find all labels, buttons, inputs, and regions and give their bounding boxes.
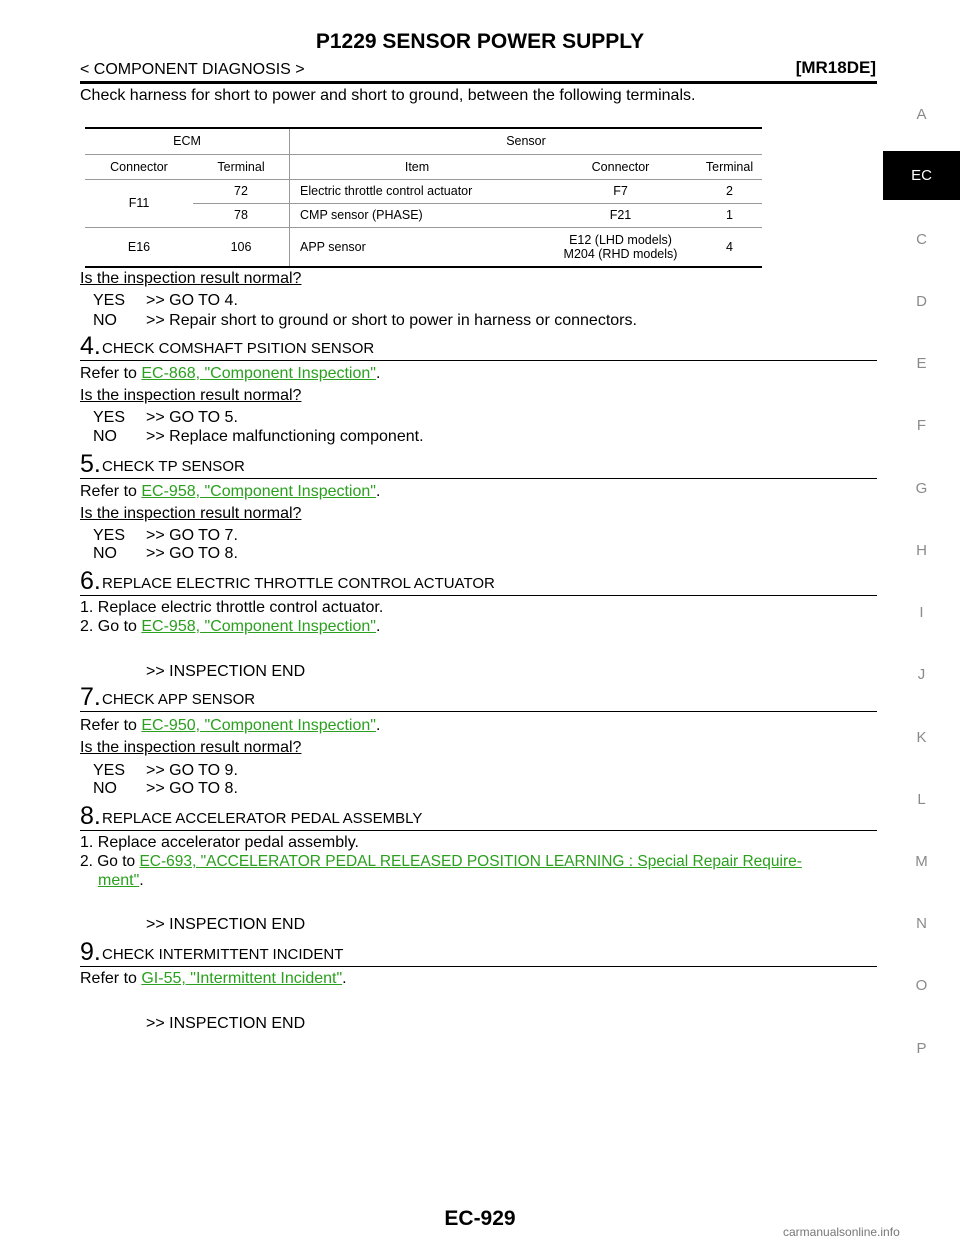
side-tab-d[interactable]: D: [916, 293, 927, 310]
sensor-header: Sensor: [289, 127, 762, 155]
ec-868-link[interactable]: EC-868, "Component Inspection": [141, 365, 376, 382]
breadcrumb: < COMPONENT DIAGNOSIS >: [80, 61, 305, 78]
side-tab-i[interactable]: I: [919, 604, 924, 621]
side-tab-p[interactable]: P: [916, 1040, 927, 1057]
no-answer: NO>> Repair short to ground or short to …: [93, 312, 637, 329]
col-sensor-connector: Connector: [544, 154, 697, 180]
step-4-refer: Refer to EC-868, "Component Inspection".: [80, 365, 381, 382]
step-6-item-1: 1. Replace electric throttle control act…: [80, 599, 384, 616]
step-9-heading: 9.CHECK INTERMITTENT INCIDENT: [80, 940, 877, 967]
cell-connector: F11: [85, 179, 193, 228]
cell-connector: E16: [85, 227, 193, 268]
no-answer: NO>> Replace malfunctioning component.: [93, 428, 424, 445]
step-8-heading: 8.REPLACE ACCELERATOR PEDAL ASSEMBLY: [80, 804, 877, 831]
side-tab-g[interactable]: G: [915, 480, 928, 497]
inspection-question: Is the inspection result normal?: [80, 387, 302, 404]
table-row: F11 72 Electric throttle control actuato…: [85, 179, 762, 228]
ec-958-link[interactable]: EC-958, "Component Inspection": [141, 618, 376, 635]
cell-sensor-terminal: 1: [697, 203, 762, 228]
col-sensor-terminal: Terminal: [697, 154, 762, 180]
terminal-table: ECM Sensor Connector Terminal Item Conne…: [85, 127, 762, 268]
yes-answer: YES>> GO TO 7.: [93, 527, 238, 544]
col-connector: Connector: [85, 154, 193, 180]
inspection-question: Is the inspection result normal?: [80, 270, 302, 287]
ec-693-link-cont[interactable]: ment": [98, 872, 140, 889]
ecm-header: ECM: [85, 127, 290, 155]
no-answer: NO>> GO TO 8.: [93, 780, 238, 797]
ec-950-link[interactable]: EC-950, "Component Inspection": [141, 717, 376, 734]
side-tab-l[interactable]: L: [917, 791, 926, 808]
yes-answer: YES>> GO TO 9.: [93, 762, 238, 779]
lhd-connector: E12 (LHD models): [569, 232, 672, 247]
step-9-refer: Refer to GI-55, "Intermittent Incident".: [80, 970, 347, 987]
rhd-connector: M204 (RHD models): [563, 246, 678, 261]
side-tab-a[interactable]: A: [916, 106, 927, 123]
page-title: P1229 SENSOR POWER SUPPLY: [315, 30, 645, 53]
col-terminal: Terminal: [193, 154, 290, 180]
side-tab-j[interactable]: J: [917, 666, 926, 683]
watermark: carmanualsonline.info: [783, 1225, 900, 1239]
cell-sensor-connector: E12 (LHD models) M204 (RHD models): [544, 227, 697, 268]
side-tab-ec[interactable]: EC: [883, 151, 960, 200]
cell-terminal: 106: [193, 227, 290, 268]
ec-693-link[interactable]: EC-693, "ACCELERATOR PEDAL RELEASED POSI…: [139, 853, 802, 870]
cell-sensor-connector: F21: [544, 203, 697, 228]
header-rule: [80, 81, 877, 84]
side-tab-o[interactable]: O: [915, 977, 928, 994]
col-item: Item: [289, 154, 544, 180]
table-row: E16 106 APP sensor E12 (LHD models) M204…: [85, 227, 762, 268]
step-8-item-1: 1. Replace accelerator pedal assembly.: [80, 834, 359, 851]
side-tab-m[interactable]: M: [915, 853, 928, 870]
no-answer: NO>> GO TO 8.: [93, 545, 238, 562]
cell-terminal: 78: [193, 203, 290, 228]
inspection-question: Is the inspection result normal?: [80, 505, 302, 522]
gi-55-link[interactable]: GI-55, "Intermittent Incident": [141, 970, 343, 987]
step-6-item-2: 2. Go to EC-958, "Component Inspection".: [80, 618, 381, 635]
yes-answer: YES>> GO TO 4.: [93, 292, 238, 309]
step-6-heading: 6.REPLACE ELECTRIC THROTTLE CONTROL ACTU…: [80, 569, 877, 596]
inspection-end: >> INSPECTION END: [146, 1015, 306, 1032]
cell-sensor-connector: F7: [544, 179, 697, 204]
cell-sensor-terminal: 2: [697, 179, 762, 204]
cell-item: APP sensor: [289, 227, 544, 268]
ec-958-link[interactable]: EC-958, "Component Inspection": [141, 483, 376, 500]
side-tab-f[interactable]: F: [916, 417, 927, 434]
step-4-heading: 4.CHECK COMSHAFT PSITION SENSOR: [80, 334, 877, 361]
inspection-end: >> INSPECTION END: [146, 663, 306, 680]
cell-terminal: 72: [193, 179, 290, 204]
step-5-refer: Refer to EC-958, "Component Inspection".: [80, 483, 381, 500]
yes-answer: YES>> GO TO 5.: [93, 409, 238, 426]
engine-model: [MR18DE]: [795, 58, 876, 77]
cell-sensor-terminal: 4: [697, 227, 762, 268]
cell-item: Electric throttle control actuator: [289, 179, 544, 204]
page-number: EC-929: [444, 1207, 516, 1230]
step-7-heading: 7.CHECK APP SENSOR: [80, 685, 877, 712]
intro-text: Check harness for short to power and sho…: [80, 87, 696, 104]
step-8-item-2: 2. Go to EC-693, "ACCELERATOR PEDAL RELE…: [80, 853, 802, 870]
cell-item: CMP sensor (PHASE): [289, 203, 544, 228]
inspection-end: >> INSPECTION END: [146, 916, 306, 933]
side-tab-e[interactable]: E: [916, 355, 927, 372]
inspection-question: Is the inspection result normal?: [80, 739, 302, 756]
step-5-heading: 5.CHECK TP SENSOR: [80, 452, 877, 479]
table-row: 78 CMP sensor (PHASE) F21 1: [85, 203, 762, 228]
side-tab-h[interactable]: H: [916, 542, 927, 559]
side-tab-k[interactable]: K: [916, 729, 927, 746]
side-tab-n[interactable]: N: [916, 915, 927, 932]
step-8-item-2-cont: ment".: [98, 872, 144, 889]
side-tab-c[interactable]: C: [916, 231, 927, 248]
step-7-refer: Refer to EC-950, "Component Inspection".: [80, 717, 381, 734]
